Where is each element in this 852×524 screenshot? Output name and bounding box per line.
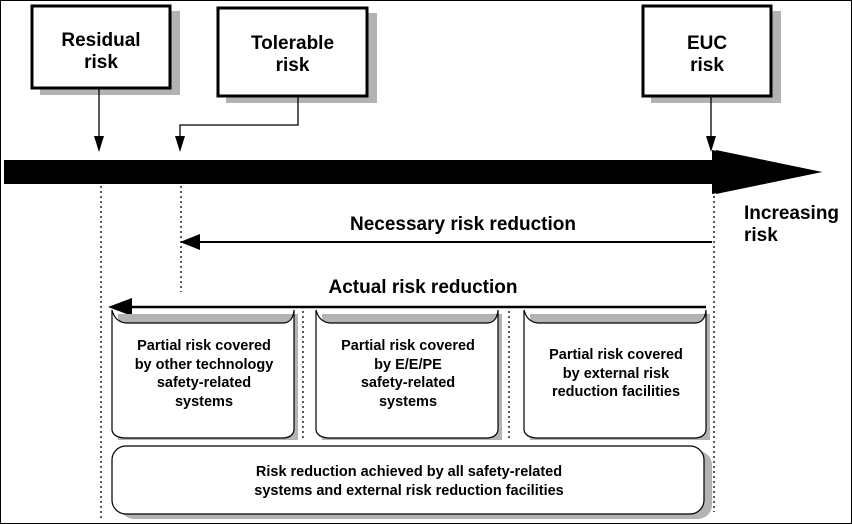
actual-risk-reduction-label: Actual risk reduction — [328, 277, 518, 298]
necessary-risk-reduction-label: Necessary risk reduction — [349, 214, 576, 235]
tolerable-risk-label: Tolerable risk — [250, 33, 335, 76]
partial-other-technology-label: Partial risk covered by other technology… — [134, 338, 274, 410]
box-connectors — [98, 89, 712, 148]
tolerable-risk-box — [216, 6, 377, 103]
partial-box-eepe — [315, 309, 502, 440]
increasing-risk-label: Increasing risk — [744, 203, 840, 246]
dotted-reference-lines — [100, 186, 715, 518]
connector-arrowheads — [94, 136, 716, 152]
residual-risk-label: Residual risk — [61, 30, 141, 73]
combined-risk-reduction-box — [111, 445, 712, 519]
partial-box-other-technology — [111, 309, 298, 440]
partial-box-external-facilities — [523, 309, 710, 440]
partial-external-facilities-label: Partial risk covered by external risk re… — [549, 347, 683, 401]
residual-risk-box — [30, 4, 180, 95]
actual-risk-reduction-arrow — [108, 298, 706, 316]
necessary-risk-reduction-arrow — [180, 234, 712, 250]
euc-risk-label: EUC risk — [686, 33, 728, 76]
increasing-risk-axis — [4, 150, 822, 194]
euc-risk-box — [641, 4, 781, 103]
combined-risk-reduction-label: Risk reduction achieved by all safety-re… — [254, 464, 564, 499]
partial-eepe-label: Partial risk covered by E/E/PE safety-re… — [341, 338, 475, 410]
